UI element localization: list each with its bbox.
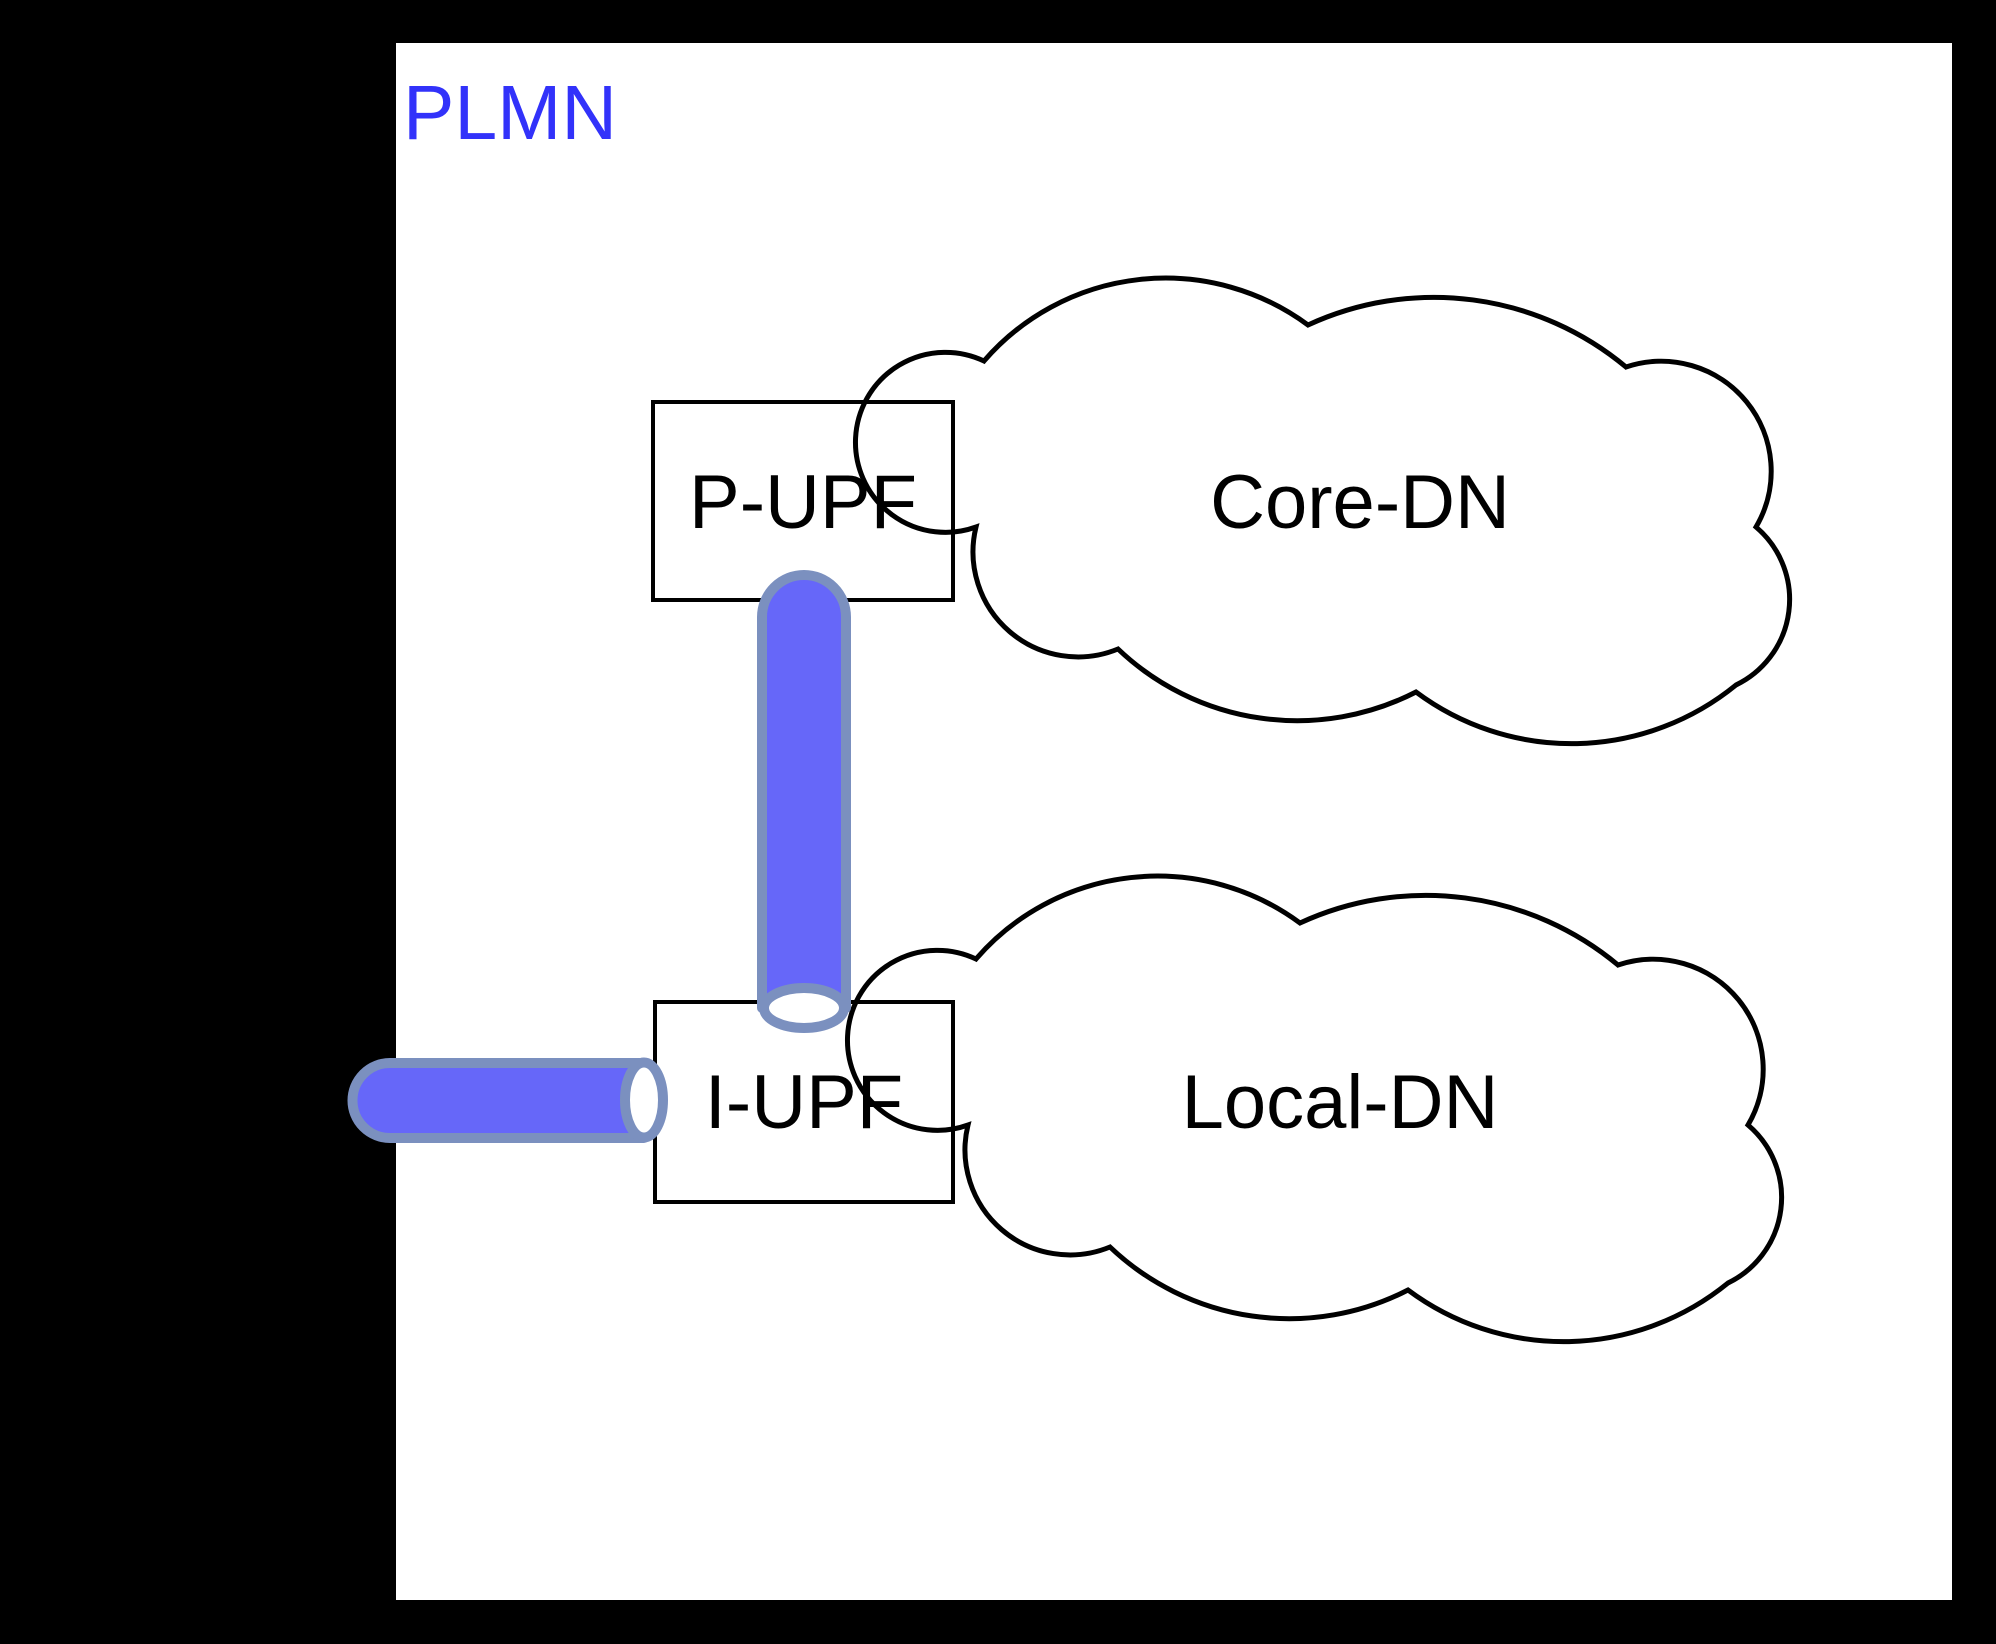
i-upf-label: I-UPF bbox=[705, 1060, 903, 1145]
core-dn-label: Core-DN bbox=[1210, 460, 1510, 545]
vertical-tunnel-mouth bbox=[759, 983, 849, 1033]
horizontal-tunnel-pipe bbox=[347, 1057, 668, 1143]
vertical-tunnel-pipe bbox=[757, 570, 851, 1033]
local-dn-label: Local-DN bbox=[1182, 1060, 1499, 1145]
horizontal-tunnel-mouth bbox=[620, 1057, 668, 1143]
plmn-region bbox=[396, 43, 1952, 1600]
p-upf-label: P-UPF bbox=[689, 460, 917, 545]
horizontal-tunnel-body bbox=[347, 1058, 649, 1143]
vertical-tunnel-body bbox=[757, 570, 851, 1013]
plmn-label: PLMN bbox=[403, 70, 617, 156]
